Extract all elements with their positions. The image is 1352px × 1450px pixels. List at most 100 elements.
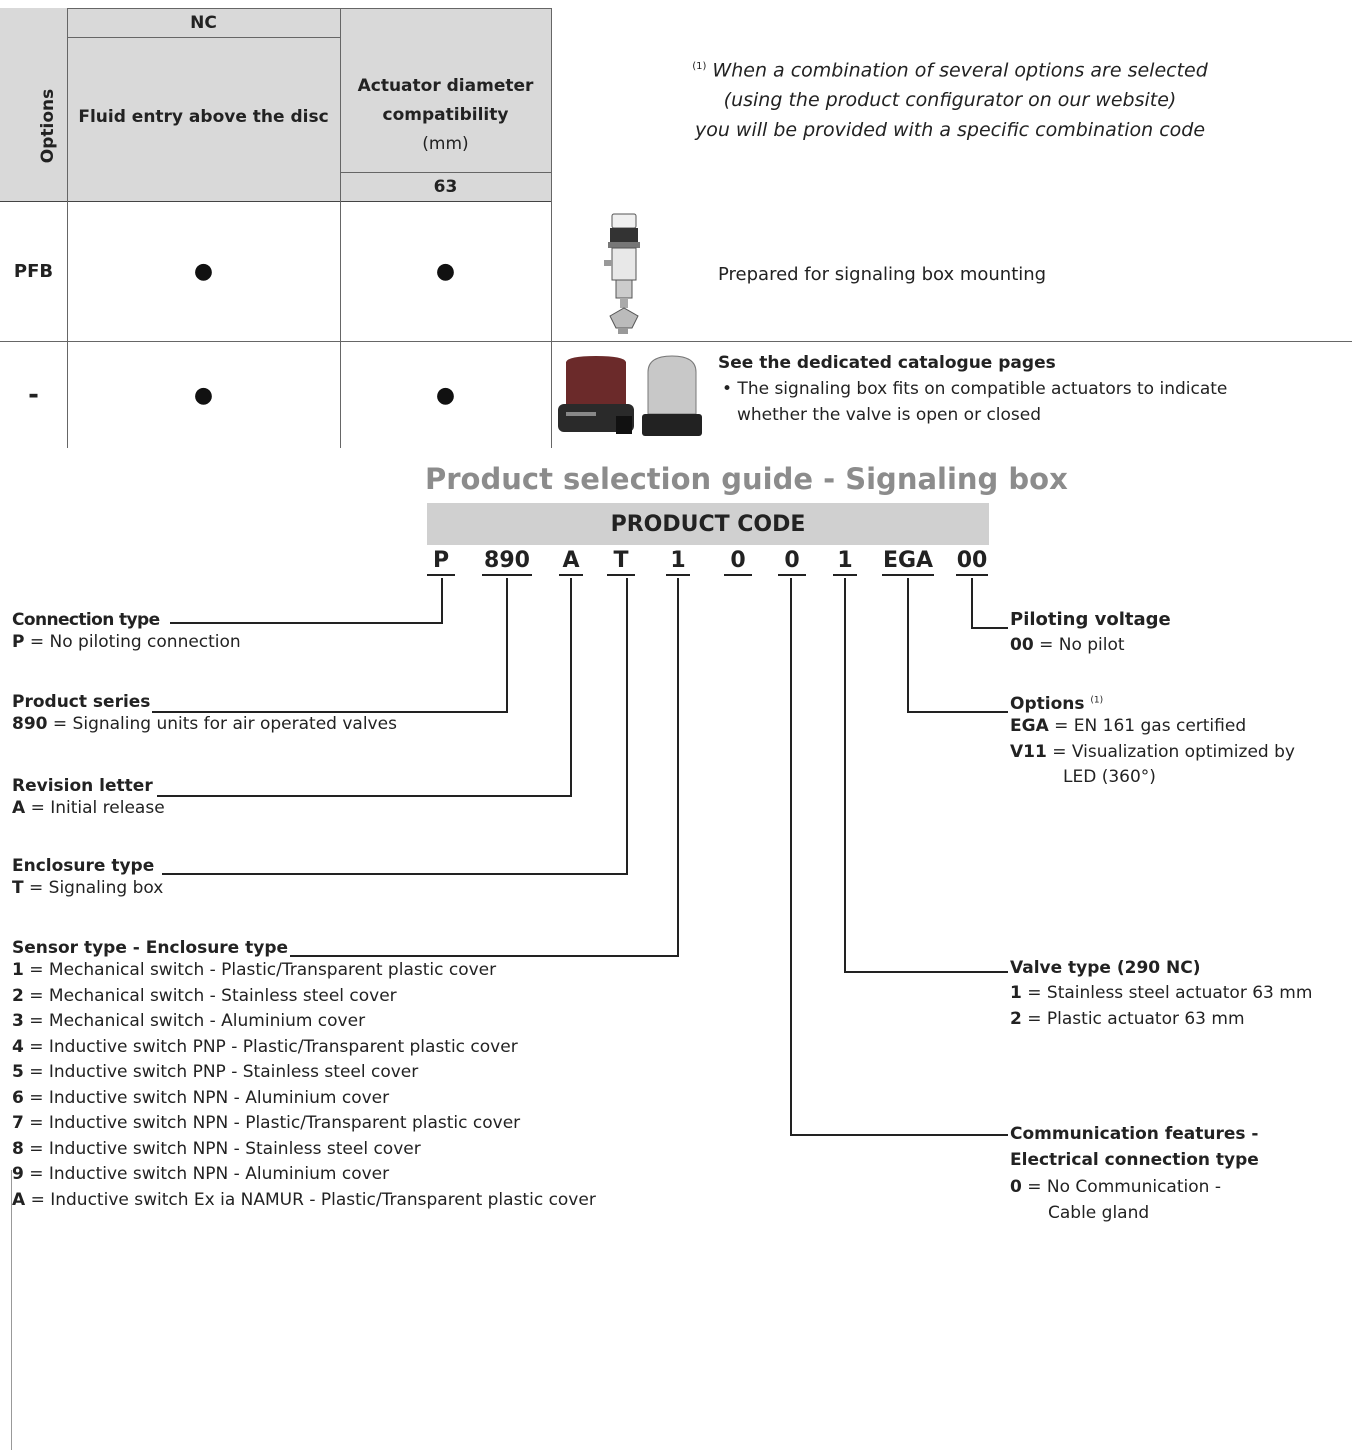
legend-value: = Inductive switch PNP - Plastic/Transpa… (29, 1036, 518, 1057)
legend-product-series: Product series 890 = Signaling units for… (12, 692, 397, 738)
row-dot-actuator: ● (435, 382, 456, 408)
legend-value: = Inductive switch NPN - Aluminium cover (29, 1164, 390, 1184)
legend-value: = Mechanical switch - Aluminium cover (29, 1011, 366, 1031)
legend-continuation: Cable gland (1048, 1202, 1150, 1223)
legend-label: Revision letter (12, 776, 153, 796)
note-marker: (1) (692, 61, 707, 72)
legend-value: = No piloting connection (29, 632, 241, 652)
legend-value: = Mechanical switch - Stainless steel co… (29, 985, 397, 1006)
legend-label: Options (1010, 694, 1085, 714)
legend-value: = Inductive switch Ex ia NAMUR - Plastic… (30, 1189, 596, 1210)
legend-label: Connection type (12, 610, 160, 630)
legend-key: A (12, 1189, 26, 1210)
legend-key: 6 (12, 1087, 24, 1108)
legend-key: 00 (1010, 635, 1034, 655)
row-dot-actuator: ● (435, 259, 456, 284)
code-part-piloting: 00 (956, 548, 988, 576)
legend-label: Piloting voltage (1010, 609, 1171, 630)
code-part-valve: 1 (833, 548, 857, 576)
legend-key: P (12, 632, 25, 652)
product-code-bar: PRODUCT CODE (427, 503, 989, 545)
legend-key: 2 (1010, 1008, 1022, 1029)
row-description-bullet: • The signaling box fits on compatible a… (722, 379, 1228, 399)
legend-value: = No Communication - (1027, 1177, 1221, 1197)
legend-value: = Stainless steel actuator 63 mm (1027, 983, 1313, 1003)
legend-label: Product series (12, 692, 151, 712)
row-description-bullet-cont: whether the valve is open or closed (737, 405, 1042, 425)
legend-value: = Mechanical switch - Plastic/Transparen… (29, 960, 497, 980)
legend-value: = Signaling box (29, 878, 164, 898)
code-part-options: EGA (882, 548, 934, 576)
legend-sup: (1) (1090, 695, 1104, 706)
row-description-dash: See the dedicated catalogue pages • The … (718, 350, 1227, 428)
table-header (0, 8, 551, 201)
legend-label-line-2: Electrical connection type (1010, 1150, 1259, 1170)
legend-value: = Visualization optimized by (1052, 741, 1295, 762)
header-actuator-line-1: Actuator diameter (357, 76, 534, 96)
note-line-2: (using the product configurator on our w… (723, 89, 1177, 112)
legend-key: A (12, 798, 26, 818)
legend-continuation: LED (360°) (1063, 767, 1156, 787)
legend-connection-type: Connection type P = No piloting connecti… (12, 610, 241, 656)
code-part-a: A (559, 548, 583, 576)
legend-revision-letter: Revision letter A = Initial release (12, 776, 165, 822)
legend-key: 3 (12, 1011, 24, 1031)
row-description-pfb: Prepared for signaling box mounting (718, 264, 1047, 285)
legend-piloting-voltage: Piloting voltage 00 = No pilot (1010, 609, 1171, 659)
legend-key: 5 (12, 1062, 24, 1082)
legend-label-line-1: Communication features - (1010, 1124, 1259, 1144)
row-dot-fluid: ● (193, 382, 214, 408)
legend-value: = Plastic actuator 63 mm (1027, 1008, 1245, 1029)
legend-key: 2 (12, 985, 24, 1006)
legend-key: 7 (12, 1113, 24, 1133)
code-part-890: 890 (482, 548, 532, 576)
legend-key: 4 (12, 1036, 24, 1057)
legend-value: = Inductive switch PNP - Stainless steel… (29, 1062, 419, 1082)
legend-label: Valve type (290 NC) (1010, 958, 1201, 978)
row-dot-fluid: ● (193, 259, 214, 284)
header-actuator-line-2: compatibility (382, 105, 509, 125)
row-code-pfb: PFB (13, 261, 54, 282)
legend-value: = Initial release (30, 798, 165, 818)
signaling-box-units-image (556, 354, 706, 440)
actuator-with-signaling-box-image (598, 212, 648, 336)
header-nc: NC (190, 12, 217, 33)
legend-sensor-type: Sensor type - Enclosure type 1 = Mechani… (12, 938, 596, 1213)
legend-key: EGA (1010, 716, 1049, 736)
legend-options: Options (1) EGA = EN 161 gas certified V… (1010, 694, 1295, 791)
legend-value: = Signaling units for air operated valve… (52, 714, 397, 734)
legend-valve-type: Valve type (290 NC) 1 = Stainless steel … (1010, 958, 1312, 1032)
legend-key: T (12, 878, 24, 898)
code-part-sensor: 1 (666, 548, 690, 576)
legend-key: 890 (12, 714, 48, 734)
note-line-1: When a combination of several options ar… (712, 59, 1208, 82)
legend-label: Sensor type - Enclosure type (12, 938, 289, 958)
legend-value: = No pilot (1039, 635, 1125, 655)
header-options: Options (38, 88, 58, 164)
legend-value: = Inductive switch NPN - Stainless steel… (29, 1138, 421, 1159)
header-actuator-line-3: (mm) (422, 134, 469, 154)
code-part-zero: 0 (778, 548, 806, 576)
code-part-communication: 0 (724, 548, 752, 576)
row-description-title: See the dedicated catalogue pages (718, 353, 1056, 373)
header-fluid-entry: Fluid entry above the disc (78, 107, 329, 127)
legend-communication: Communication features - Electrical conn… (1010, 1121, 1259, 1226)
code-part-t: T (607, 548, 635, 576)
legend-key: V11 (1010, 741, 1047, 762)
guide-title: Product selection guide - Signaling box (425, 462, 1068, 496)
combination-note: (1) When a combination of several option… (600, 52, 1300, 145)
legend-key: 9 (12, 1164, 24, 1184)
row-code-dash: - (28, 380, 39, 410)
legend-key: 8 (12, 1138, 24, 1159)
legend-enclosure-type: Enclosure type T = Signaling box (12, 856, 163, 902)
legend-label: Enclosure type (12, 856, 155, 876)
legend-key: 1 (12, 960, 24, 980)
header-diameter: 63 (433, 177, 458, 197)
legend-key: 0 (1010, 1177, 1022, 1197)
legend-key: 1 (1010, 983, 1022, 1003)
legend-value: = EN 161 gas certified (1054, 716, 1247, 736)
note-line-3: you will be provided with a specific com… (694, 119, 1206, 142)
legend-value: = Inductive switch NPN - Aluminium cover (29, 1087, 390, 1108)
header-actuator: Actuator diameter compatibility (mm) (340, 72, 551, 159)
frame-line (11, 1170, 12, 1450)
